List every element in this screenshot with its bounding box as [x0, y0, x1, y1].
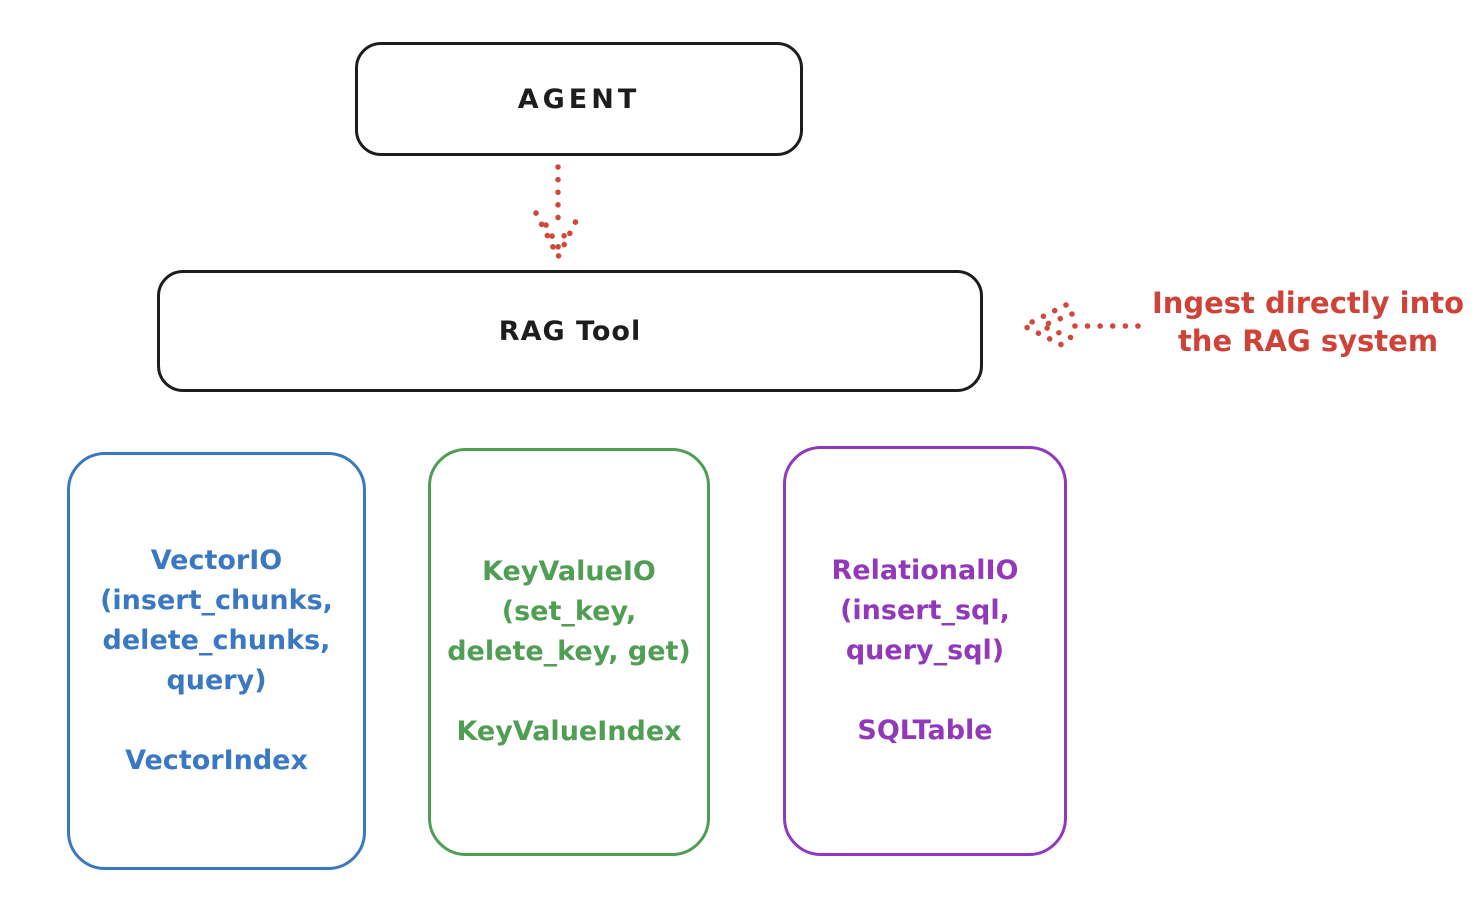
keyvalue-io-box: KeyValueIO (set_key, delete_key, get) Ke…	[428, 448, 710, 856]
agent-box: AGENT	[355, 42, 803, 156]
io-box-line: query)	[166, 665, 267, 696]
io-box-line: VectorIO	[150, 545, 283, 576]
io-box-line: delete_key, get)	[447, 636, 691, 667]
io-box-line: (insert_chunks,	[100, 585, 333, 616]
index-label: VectorIndex	[125, 745, 308, 776]
io-box-text: VectorIO (insert_chunks, delete_chunks, …	[100, 541, 333, 701]
relational-io-box: RelationalIO (insert_sql, query_sql) SQL…	[783, 446, 1067, 856]
index-label: SQLTable	[857, 715, 993, 746]
arrow-down-icon	[533, 164, 583, 264]
io-box-text: KeyValueIO (set_key, delete_key, get)	[447, 552, 691, 672]
annotation-to-rag-arrow	[1008, 296, 1144, 360]
index-label: KeyValueIndex	[456, 716, 682, 747]
io-box-text: RelationalIO (insert_sql, query_sql)	[832, 551, 1019, 671]
rag-tool-box: RAG Tool	[157, 270, 983, 392]
io-box-line: (set_key,	[501, 596, 637, 627]
io-box-line: KeyValueIO	[482, 556, 656, 587]
rag-tool-label: RAG Tool	[498, 315, 642, 347]
io-box-line: RelationalIO	[831, 555, 1019, 586]
io-box-line: (insert_sql,	[840, 595, 1010, 626]
annotation-line-2: the RAG system	[1177, 324, 1439, 358]
annotation-text: Ingest directly into the RAG system	[1136, 284, 1480, 360]
io-box-line: query_sql)	[845, 635, 1005, 666]
arrow-left-icon	[1017, 302, 1141, 350]
vector-io-box: VectorIO (insert_chunks, delete_chunks, …	[67, 452, 366, 870]
agent-to-rag-arrow	[524, 163, 592, 271]
agent-label: AGENT	[517, 83, 641, 115]
annotation-line-1: Ingest directly into	[1151, 286, 1465, 320]
io-box-line: delete_chunks,	[102, 625, 331, 656]
